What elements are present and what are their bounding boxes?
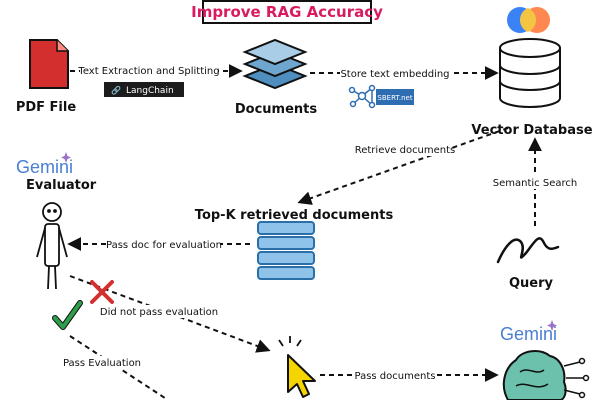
cursor-icon xyxy=(278,336,316,398)
evaluator-label: Evaluator xyxy=(26,178,97,193)
edge-store: Store text embedding xyxy=(310,66,499,80)
langchain-logo: 🔗 LangChain xyxy=(104,82,184,97)
gemini-sparkle-icon xyxy=(61,152,71,163)
brain-icon xyxy=(502,350,590,400)
title-frame xyxy=(202,0,372,24)
edge-retrieve-label: Retrieve documents xyxy=(355,145,456,156)
edge-pass-eval-doc-label: Pass doc for evaluation xyxy=(106,240,222,251)
edge-pass-eval-doc: Pass doc for evaluation xyxy=(67,237,250,251)
edge-not-pass: Did not pass evaluation xyxy=(69,275,271,353)
edge-semantic: Semantic Search xyxy=(493,137,577,226)
topk-label: Top-K retrieved documents xyxy=(195,208,394,223)
evaluator-figure-icon xyxy=(36,202,68,290)
pdf-file-label: PDF File xyxy=(16,100,77,115)
vector-db-logo-icon xyxy=(507,7,550,33)
chain-icon: 🔗 xyxy=(111,85,121,95)
sbert-logo-text: SBERT.net xyxy=(377,94,412,102)
gemini-evaluator-logo: Gemini xyxy=(16,157,73,177)
sbert-logo: SBERT.net xyxy=(348,84,414,109)
fail-x-icon xyxy=(90,280,114,304)
query-label: Query xyxy=(509,276,554,291)
query-squiggle-icon xyxy=(496,237,560,264)
edge-not-pass-label: Did not pass evaluation xyxy=(100,307,218,318)
gemini-llm-logo: Gemini xyxy=(500,324,557,344)
title: Improve RAG Accuracy xyxy=(191,3,383,21)
pdf-icon xyxy=(29,39,69,89)
vector-database-label: Vector Database xyxy=(471,123,592,138)
topk-stack-icon xyxy=(257,221,315,280)
edge-pass-docs-label: Pass documents xyxy=(355,371,436,382)
vector-database-icon xyxy=(499,38,561,108)
title-box: Improve RAG Accuracy xyxy=(191,0,383,24)
documents-icon xyxy=(242,38,308,90)
edge-retrieve: Retrieve documents xyxy=(297,127,509,205)
edge-pass: Pass Evaluation xyxy=(63,335,169,400)
documents-label: Documents xyxy=(235,102,318,117)
edge-store-label: Store text embedding xyxy=(340,69,449,80)
langchain-logo-text: LangChain xyxy=(126,86,174,96)
gemini-llm-sparkle-icon xyxy=(547,320,557,331)
pass-check-icon xyxy=(52,300,83,330)
edge-extract-label: Text Extraction and Splitting xyxy=(77,66,219,77)
edge-pass-label: Pass Evaluation xyxy=(63,358,141,369)
edge-extract: Text Extraction and Splitting xyxy=(70,64,243,78)
edge-pass-docs: Pass documents xyxy=(320,368,499,382)
edge-semantic-label: Semantic Search xyxy=(493,178,577,189)
